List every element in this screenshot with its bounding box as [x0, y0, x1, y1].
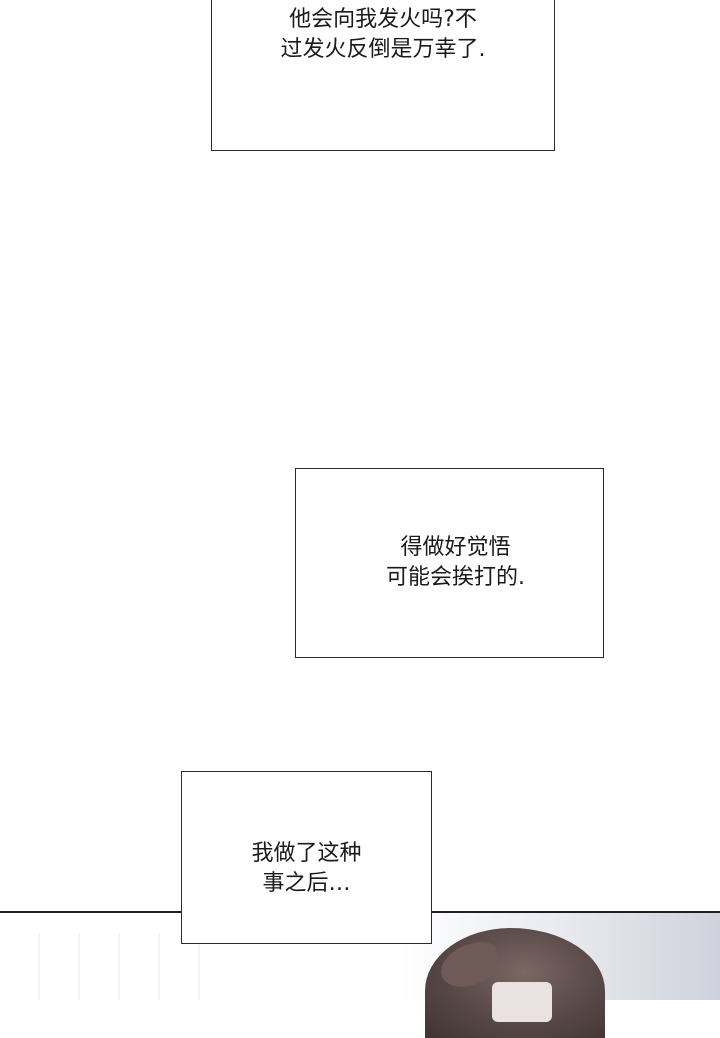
caption-1-line-1: 他会向我发火吗?不	[289, 7, 477, 32]
caption-3-line-2: 事之后…	[262, 870, 351, 896]
caption-2-line-1: 得做好觉悟	[400, 535, 511, 560]
caption-box-2: 得做好觉悟 可能会挨打的.	[295, 468, 604, 658]
caption-3-line-1: 我做了这种	[251, 840, 362, 866]
character-face	[492, 982, 552, 1022]
caption-box-1: 他会向我发火吗?不 过发火反倒是万幸了.	[211, 0, 555, 151]
panel-background-lines	[0, 933, 200, 1000]
caption-box-3: 我做了这种 事之后…	[181, 771, 432, 944]
caption-1-line-2: 过发火反倒是万幸了.	[280, 37, 486, 62]
caption-2-line-2: 可能会挨打的.	[386, 565, 525, 590]
